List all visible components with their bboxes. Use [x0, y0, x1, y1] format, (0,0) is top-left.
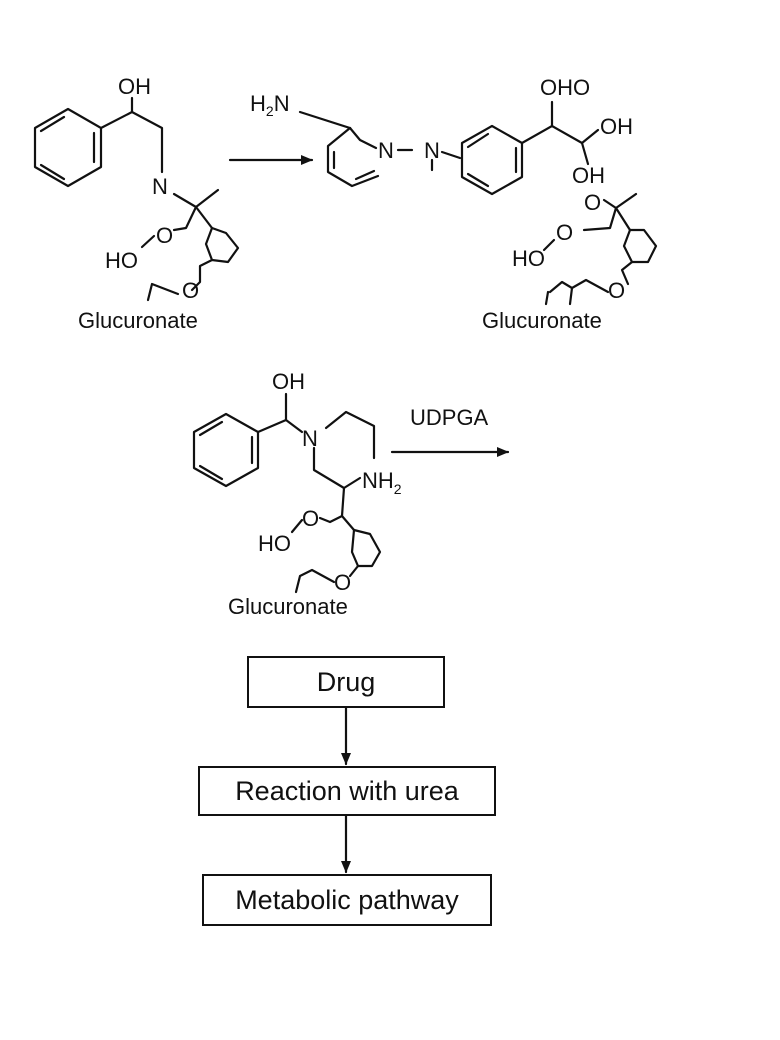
dihydropyridine-ring	[326, 126, 380, 188]
hydroxyl-label: OH	[118, 74, 151, 99]
hydroxyl-right-label: OH	[600, 114, 633, 139]
structure-1: OH N HO O O Glucuronate	[33, 74, 240, 333]
amine-nh2-label: NH2	[362, 468, 402, 497]
ether-o-a-label: O	[584, 190, 601, 215]
glucuronate-caption-3: Glucuronate	[228, 594, 348, 619]
phenyl-ring-3	[192, 412, 260, 488]
flow-step-reaction-with-urea: Reaction with urea	[198, 766, 496, 816]
peroxy-o-label-3: O	[302, 506, 319, 531]
structure-2: H2N N N OHO OH OH O O HO O Glucuronate	[250, 75, 658, 333]
ether-o-label: O	[182, 278, 199, 303]
hydroxyl-label-3: OH	[272, 369, 305, 394]
phenyl-ring-1	[33, 107, 103, 188]
hydroxy-aldehyde-label: OHO	[540, 75, 590, 100]
structure-3: OH N NH2 HO O O Glucuronate	[192, 369, 402, 619]
flow-step-drug: Drug	[247, 656, 445, 708]
piperazine-n-label: N	[302, 426, 318, 451]
hydroperoxy-label: HO	[105, 248, 138, 273]
glucuronate-caption-1: Glucuronate	[78, 308, 198, 333]
phenyl-ring-2	[460, 124, 524, 196]
bonds-1	[99, 96, 240, 302]
aminomethyl-label: H2N	[250, 91, 290, 119]
flow-step-metabolic-pathway: Metabolic pathway	[202, 874, 492, 926]
ring-n-label: N	[378, 138, 394, 163]
peroxy-o-label: O	[156, 223, 173, 248]
hydroxyl-lower-label: OH	[572, 163, 605, 188]
hydroperoxy-label-3: HO	[258, 531, 291, 556]
glucuronate-caption-2: Glucuronate	[482, 308, 602, 333]
linker-n-label: N	[424, 138, 440, 163]
bonds-2	[520, 100, 658, 306]
udpga-reagent-label: UDPGA	[410, 405, 489, 430]
bonds-3	[256, 392, 382, 594]
hydroperoxy-label-2: HO	[512, 246, 545, 271]
piperazine-ring	[312, 410, 376, 490]
ether-o-label-3: O	[334, 570, 351, 595]
ether-o-c-label: O	[608, 278, 625, 303]
ether-o-b-label: O	[556, 220, 573, 245]
amine-n-label: N	[152, 174, 168, 199]
